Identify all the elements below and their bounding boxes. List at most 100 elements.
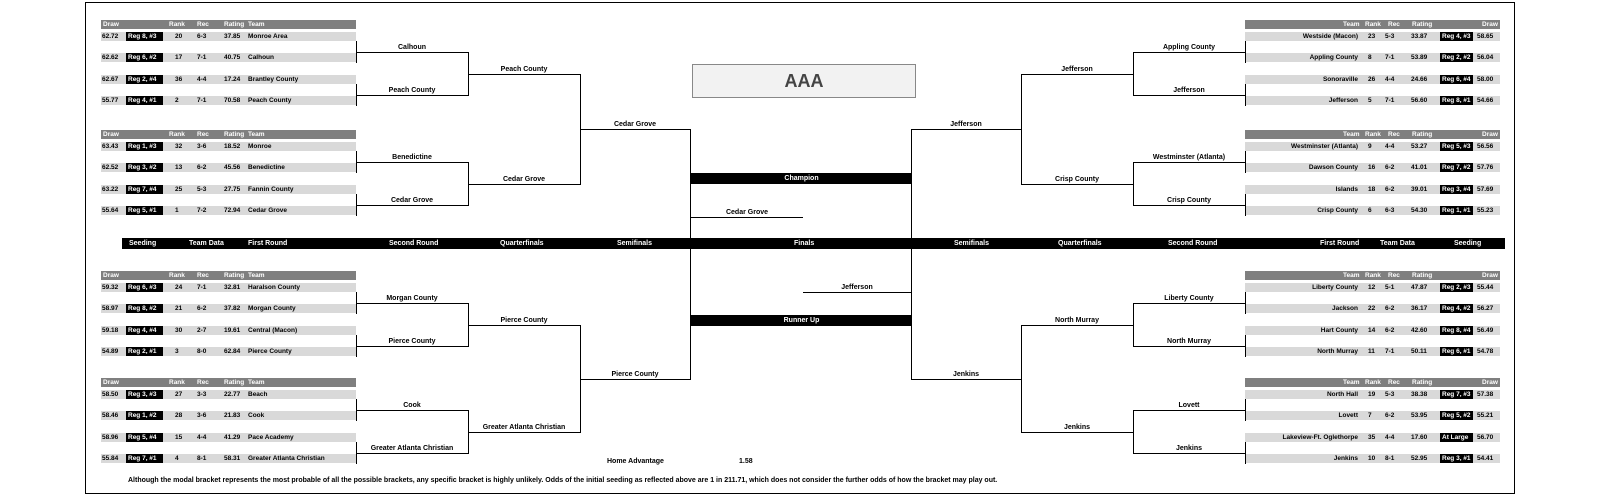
record-value: 6-3: [1385, 207, 1395, 214]
team-name[interactable]: Dawson County: [1308, 164, 1358, 171]
header-rank: Rank: [169, 272, 185, 279]
team-name[interactable]: Westminster (Atlanta): [1290, 143, 1358, 150]
team-name[interactable]: Beach: [248, 391, 268, 398]
region-seed: Reg 7, #1: [126, 454, 163, 463]
draw-value: 55.64: [102, 207, 119, 214]
team-name[interactable]: Brantley County: [248, 76, 299, 83]
team-name[interactable]: Morgan County: [248, 305, 296, 312]
bracket-line: [468, 184, 580, 185]
rating-value: 21.83: [224, 412, 241, 419]
team-name[interactable]: Monroe Area: [248, 33, 288, 40]
bracket-line: [468, 74, 580, 75]
header-rec: Rec: [1388, 379, 1400, 386]
quarterfinal-winner: Crisp County: [1055, 176, 1099, 183]
team-name[interactable]: Jefferson: [1328, 97, 1358, 104]
home-advantage-label: Home Advantage: [607, 458, 664, 465]
row-background: [101, 454, 356, 463]
draw-value: 55.44: [1477, 284, 1494, 291]
team-name[interactable]: Pace Academy: [248, 434, 294, 441]
record-value: 2-7: [197, 327, 207, 334]
team-name[interactable]: Appling County: [1309, 54, 1358, 61]
record-value: 5-3: [1385, 391, 1395, 398]
rating-value: 56.60: [1411, 97, 1428, 104]
team-name[interactable]: North Murray: [1317, 348, 1358, 355]
rating-value: 54.30: [1411, 207, 1428, 214]
team-name[interactable]: Lakeview-Ft. Oglethorpe: [1282, 434, 1359, 441]
team-name[interactable]: Peach County: [248, 97, 292, 104]
rating-value: 17.60: [1411, 434, 1428, 441]
round-label-first_r: First Round: [1320, 240, 1360, 247]
rank-value: 4: [175, 455, 179, 462]
rank-value: 23: [1368, 33, 1376, 40]
header-team: Team: [248, 131, 265, 138]
rank-value: 22: [1368, 305, 1376, 312]
team-name[interactable]: North Hall: [1326, 391, 1358, 398]
region-seed: Reg 6, #3: [126, 283, 163, 292]
header-draw: Draw: [1482, 21, 1498, 28]
bracket-line: [356, 453, 468, 454]
rank-value: 16: [1368, 164, 1376, 171]
region-seed: Reg 5, #3: [1440, 142, 1473, 151]
rank-value: 35: [1368, 434, 1376, 441]
semifinal-winner: Jefferson: [950, 121, 982, 128]
header-draw: Draw: [103, 131, 119, 138]
draw-value: 62.72: [102, 33, 119, 40]
record-value: 6-2: [197, 164, 207, 171]
team-name[interactable]: Islands: [1335, 186, 1358, 193]
second-round-winner: Liberty County: [1164, 295, 1214, 302]
row-background: [101, 53, 356, 62]
second-round-winner: Jefferson: [1173, 87, 1205, 94]
team-name[interactable]: Liberty County: [1312, 284, 1358, 291]
team-name[interactable]: Jackson: [1331, 305, 1358, 312]
round-label-finals: Finals: [794, 240, 815, 247]
team-name[interactable]: Haralson County: [248, 284, 301, 291]
runner-up-bar-label: Runner Up: [783, 317, 820, 324]
header-rec: Rec: [1388, 21, 1400, 28]
team-name[interactable]: Calhoun: [248, 54, 274, 61]
record-value: 5-1: [1385, 284, 1395, 291]
rating-value: 32.81: [224, 284, 241, 291]
row-background: [101, 185, 356, 194]
bracket-line: [1133, 410, 1134, 454]
round-label-seeding_r: Seeding: [1454, 240, 1482, 247]
bracket-line: [580, 129, 690, 130]
region-seed: Reg 3, #1: [1440, 454, 1473, 463]
record-value: 4-4: [197, 434, 207, 441]
draw-value: 54.41: [1477, 455, 1494, 462]
team-name[interactable]: Lovett: [1338, 412, 1359, 419]
record-value: 3-3: [197, 391, 207, 398]
draw-value: 58.96: [102, 434, 119, 441]
second-round-winner: Westminster (Atlanta): [1152, 154, 1226, 161]
bracket-line: [1133, 52, 1134, 96]
team-name[interactable]: Fannin County: [248, 186, 294, 193]
draw-value: 63.22: [102, 186, 119, 193]
team-name[interactable]: Westside (Macon): [1302, 33, 1358, 40]
header-rank: Rank: [1365, 21, 1381, 28]
team-name[interactable]: Hart County: [1320, 327, 1358, 334]
team-name[interactable]: Jenkins: [1333, 455, 1358, 462]
team-name[interactable]: Sonoraville: [1322, 76, 1358, 83]
record-value: 5-3: [1385, 33, 1395, 40]
team-name[interactable]: Greater Atlanta Christian: [248, 455, 325, 462]
team-name[interactable]: Monroe: [248, 143, 272, 150]
record-value: 6-3: [197, 33, 207, 40]
team-name[interactable]: Cook: [248, 412, 265, 419]
team-name[interactable]: Crisp County: [1317, 207, 1358, 214]
row-background: [1245, 304, 1500, 313]
row-background: [1245, 206, 1500, 215]
region-seed: Reg 1, #3: [126, 142, 163, 151]
bracket-line: [1021, 325, 1133, 326]
team-name[interactable]: Benedictine: [248, 164, 285, 171]
rank-value: 19: [1368, 391, 1376, 398]
team-name[interactable]: Cedar Grove: [248, 207, 288, 214]
team-name[interactable]: Central (Macon): [248, 327, 298, 334]
draw-value: 56.27: [1477, 305, 1494, 312]
rating-value: 41.01: [1411, 164, 1428, 171]
team-name[interactable]: Pierce County: [248, 348, 292, 355]
